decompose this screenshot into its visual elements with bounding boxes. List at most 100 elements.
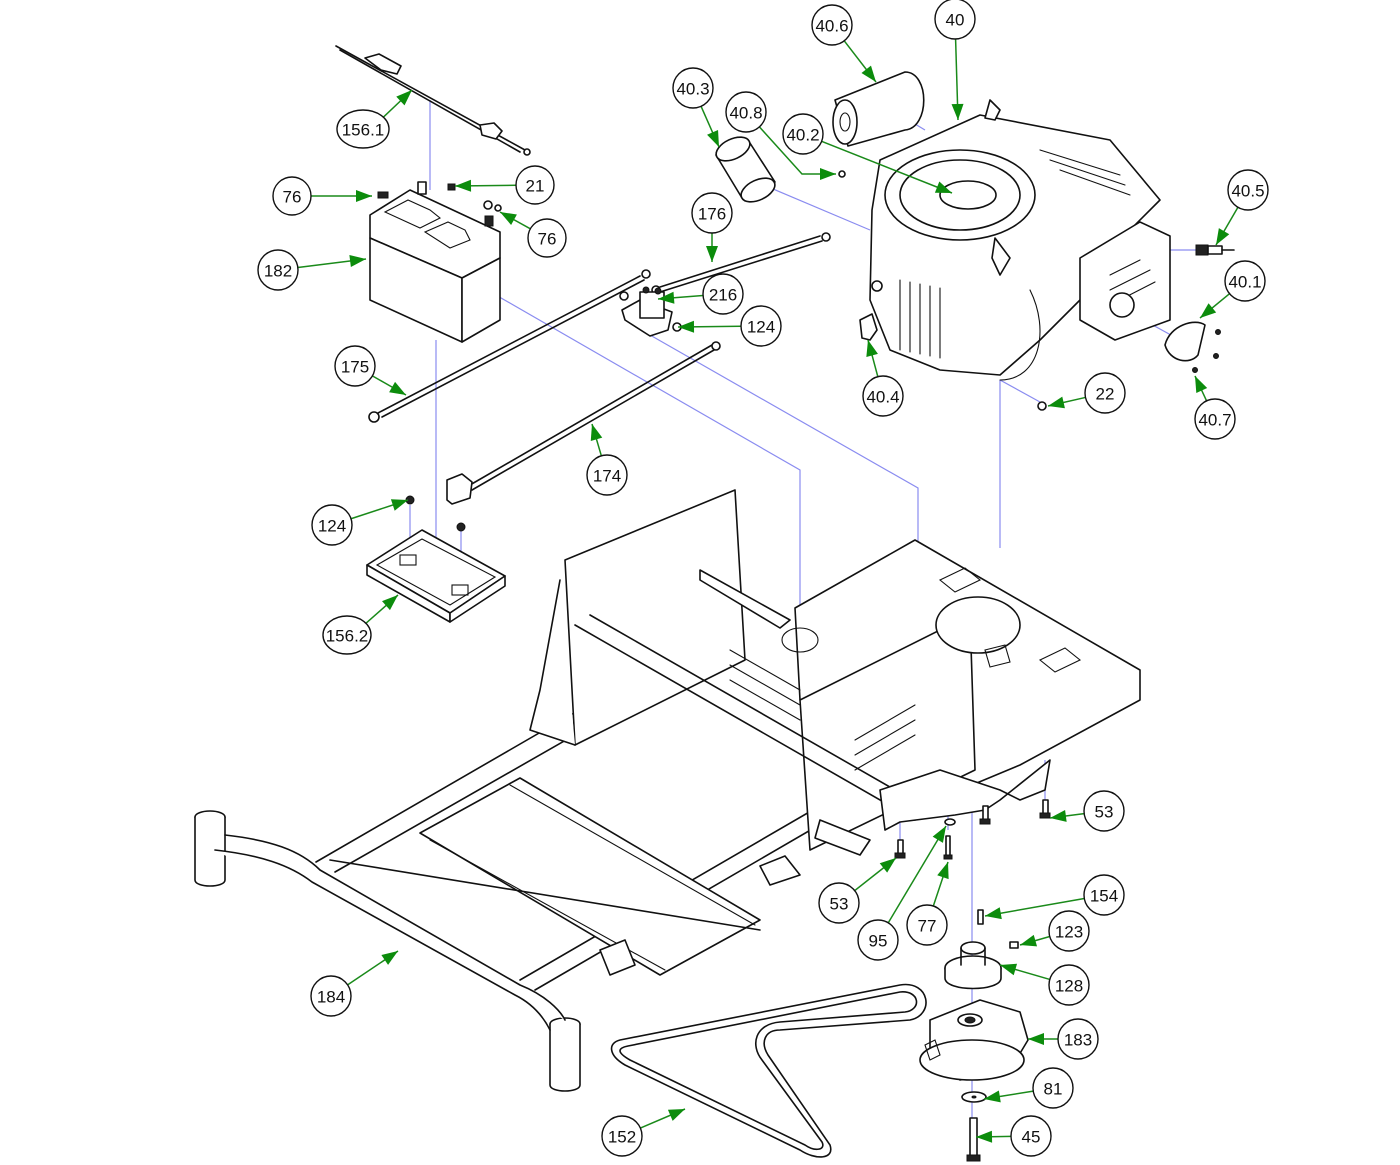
electric-pto-clutch xyxy=(919,999,1029,1081)
oil-filter xyxy=(715,136,776,203)
callout-circle xyxy=(1032,1067,1074,1109)
callout-bubble[interactable]: 128 xyxy=(1048,964,1090,1006)
arrowhead-icon xyxy=(932,826,946,843)
callout-circle xyxy=(934,0,976,40)
arrowhead-icon xyxy=(1000,963,1018,976)
callout-circle xyxy=(811,4,853,46)
callout-bubble[interactable]: 152 xyxy=(601,1115,643,1157)
battery-tray xyxy=(366,495,506,623)
callout-bubble[interactable]: 183 xyxy=(1057,1018,1099,1060)
battery xyxy=(369,181,502,343)
callout-circle xyxy=(672,67,714,109)
callout-label: 216 xyxy=(709,286,737,305)
callout-label: 123 xyxy=(1055,923,1083,942)
callout-bubble[interactable]: 76 xyxy=(527,218,567,258)
callout-circle xyxy=(322,615,372,655)
callout-bubble[interactable]: 40.8 xyxy=(725,91,767,133)
callout-label: 40.5 xyxy=(1231,182,1264,201)
callout-circle xyxy=(857,919,899,961)
callout-label: 40.1 xyxy=(1228,273,1261,292)
callout-bubble[interactable]: 40.7 xyxy=(1194,398,1236,440)
leader-line xyxy=(887,825,947,924)
arrowhead-icon xyxy=(1028,1033,1044,1045)
arrowhead-icon xyxy=(356,190,372,202)
callout-circle xyxy=(740,305,782,347)
callout-label: 53 xyxy=(830,895,849,914)
battery-cable-175 xyxy=(368,269,651,423)
callout-bubble[interactable]: 124 xyxy=(311,504,353,546)
callout-label: 77 xyxy=(918,917,937,936)
callout-circle xyxy=(691,192,733,234)
starter-solenoid xyxy=(619,286,682,337)
callout-circle xyxy=(601,1115,643,1157)
callout-circle xyxy=(1048,910,1090,952)
arrowhead-icon xyxy=(976,1130,993,1143)
callout-bubble[interactable]: 53 xyxy=(1083,790,1125,832)
callout-bubble[interactable]: 184 xyxy=(310,975,352,1017)
callout-bubble[interactable]: 45 xyxy=(1010,1115,1052,1157)
arrowhead-icon xyxy=(381,951,398,965)
callout-bubble[interactable]: 124 xyxy=(740,305,782,347)
callout-bubble[interactable]: 156.1 xyxy=(336,109,390,149)
callout-bubble[interactable]: 40.6 xyxy=(811,4,853,46)
arrowhead-icon xyxy=(1050,809,1067,822)
arrowhead-icon xyxy=(349,255,366,267)
callout-bubble[interactable]: 81 xyxy=(1032,1067,1074,1109)
callout-bubble[interactable]: 174 xyxy=(586,454,628,496)
callout-circle xyxy=(336,109,390,149)
engine-fitting xyxy=(838,170,846,178)
chassis-plates xyxy=(529,489,1141,856)
callout-circle xyxy=(311,504,353,546)
callout-bubble[interactable]: 123 xyxy=(1048,910,1090,952)
arrowhead-icon xyxy=(1048,396,1065,409)
callout-bubble[interactable]: 176 xyxy=(691,192,733,234)
callout-bubble[interactable]: 76 xyxy=(272,176,312,216)
arrowhead-icon xyxy=(1195,376,1208,394)
callout-circle xyxy=(527,218,567,258)
callout-bubble[interactable]: 156.2 xyxy=(322,615,372,655)
callout-label: 154 xyxy=(1090,887,1118,906)
callout-bubble[interactable]: 40.5 xyxy=(1227,169,1269,211)
arrowhead-icon xyxy=(390,499,408,511)
callout-label: 183 xyxy=(1064,1031,1092,1050)
pulley xyxy=(944,941,1002,990)
callout-label: 184 xyxy=(317,988,345,1007)
callout-label: 81 xyxy=(1044,1080,1063,1099)
callout-bubble[interactable]: 182 xyxy=(257,249,299,291)
callout-label: 21 xyxy=(526,177,545,196)
callout-bubble[interactable]: 40.1 xyxy=(1224,260,1266,302)
leader-line xyxy=(821,140,953,194)
callout-circle xyxy=(515,165,555,205)
callout-bubble[interactable]: 22 xyxy=(1084,372,1126,414)
key-and-setscrew xyxy=(977,909,1019,949)
callout-label: 40.7 xyxy=(1198,411,1231,430)
battery-hold-down-rod xyxy=(335,45,531,156)
engine xyxy=(869,99,1171,381)
arrowhead-icon xyxy=(500,212,517,225)
arrowhead-icon xyxy=(658,291,675,304)
callout-bubble[interactable]: 40.4 xyxy=(862,375,904,417)
callout-bubble[interactable]: 21 xyxy=(515,165,555,205)
callout-bubble[interactable]: 77 xyxy=(906,904,948,946)
callout-bubble[interactable]: 154 xyxy=(1083,874,1125,916)
frame-bolts xyxy=(894,799,1051,860)
callout-circle xyxy=(1083,874,1125,916)
callout-bubble[interactable]: 40.3 xyxy=(672,67,714,109)
muffler-guard xyxy=(1164,321,1221,373)
callout-bubble[interactable]: 40 xyxy=(934,0,976,40)
callout-label: 76 xyxy=(283,188,302,207)
arrowhead-icon xyxy=(951,103,964,120)
arrowhead-icon xyxy=(396,90,412,106)
callout-bubble[interactable]: 95 xyxy=(857,919,899,961)
callout-label: 40 xyxy=(946,11,965,30)
arrowhead-icon xyxy=(1216,228,1230,245)
callout-circle xyxy=(1010,1115,1052,1157)
arrowhead-icon xyxy=(984,1090,1001,1103)
arrowhead-icon xyxy=(389,381,406,395)
callout-bubble[interactable]: 40.2 xyxy=(782,113,824,155)
callout-bubble[interactable]: 53 xyxy=(818,882,860,924)
callout-bubble[interactable]: 175 xyxy=(334,345,376,387)
callout-label: 53 xyxy=(1095,803,1114,822)
leader-line xyxy=(984,897,1085,917)
callout-bubble[interactable]: 216 xyxy=(702,273,744,315)
